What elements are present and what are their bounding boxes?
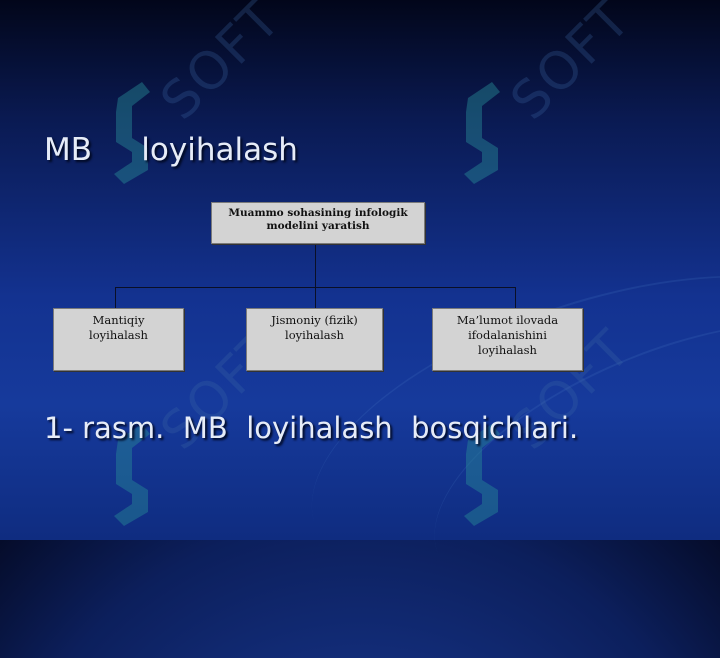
- diagram-node-logical-design: Mantiqiy loyihalash: [53, 308, 184, 371]
- connector-vertical-middle: [315, 287, 316, 308]
- soft-logo-icon: [464, 82, 500, 184]
- node-label: Ma’lumot ilovada ifodalanishini loyihala…: [456, 313, 559, 357]
- node-label: Mantiqiy loyihalash: [89, 313, 148, 342]
- figure-caption: 1- rasm. MB loyihalash bosqichlari.: [44, 411, 579, 445]
- diagram-node-data-representation: Ma’lumot ilovada ifodalanishini loyihala…: [432, 308, 583, 371]
- diagram-root-node: Muammo sohasining infologik modelini yar…: [211, 202, 425, 244]
- soft-logo-icon: [464, 424, 500, 526]
- watermark-text: SOFT: [149, 0, 294, 132]
- watermark-text: SOFT: [499, 0, 644, 132]
- soft-logo-icon: [114, 82, 150, 184]
- node-label: Jismoniy (fizik) loyihalash: [271, 313, 358, 342]
- connector-vertical-left: [115, 287, 116, 308]
- diagram-node-physical-design: Jismoniy (fizik) loyihalash: [246, 308, 383, 371]
- connector-vertical-root: [315, 244, 316, 287]
- connector-vertical-right: [515, 287, 516, 308]
- soft-logo-icon: [114, 424, 150, 526]
- root-node-label: Muammo sohasining infologik modelini yar…: [228, 207, 408, 232]
- slide-title: MB loyihalash: [44, 132, 298, 168]
